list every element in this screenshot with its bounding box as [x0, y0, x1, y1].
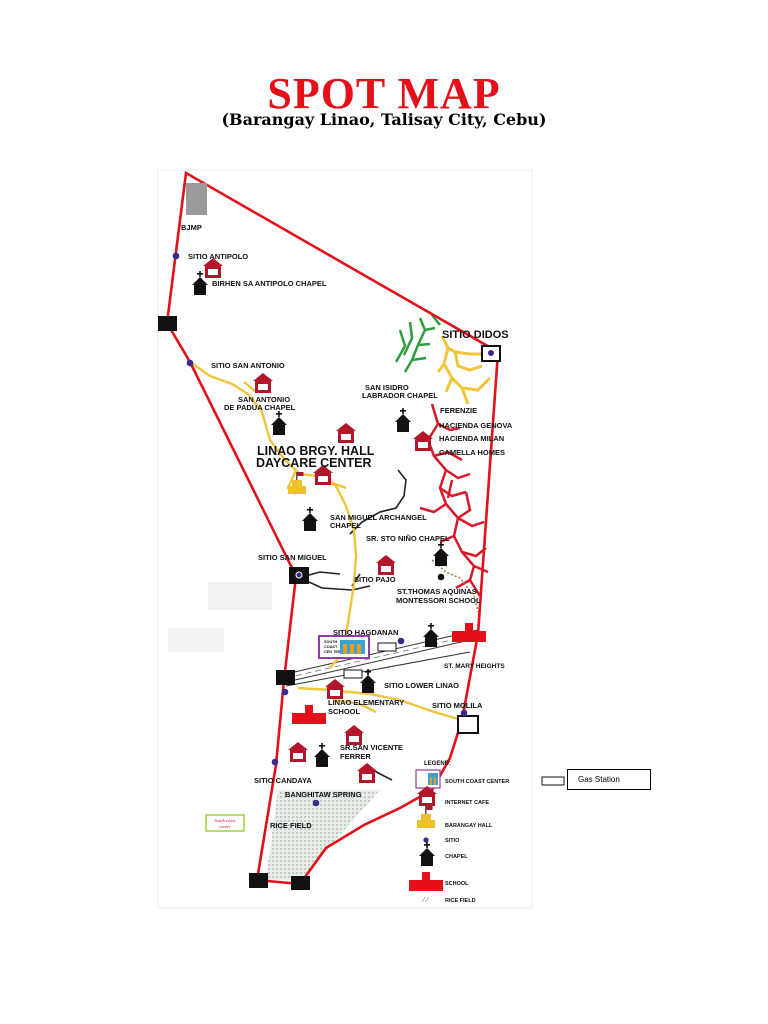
- legend-rice-field-icon: ﾉﾉ: [421, 896, 430, 904]
- south-coast-small-sign: South coast center: [205, 814, 245, 832]
- label-san-miguel-chapel: SAN MIGUEL ARCHANGEL: [330, 513, 427, 522]
- label-sitio-san-antonio: SITIO SAN ANTONIO: [211, 361, 285, 370]
- legend-rice-field-label: RICE FIELD: [445, 898, 476, 904]
- label-sitio-lower-linao: SITIO LOWER LINAO: [384, 681, 459, 690]
- south-coast-sign-text: COAST: [324, 645, 338, 649]
- label-sto-nino-chapel: SR. STO NIÑO CHAPEL: [366, 534, 450, 543]
- label-linao-elementary: SCHOOL: [328, 707, 361, 716]
- legend: LEGEND: SOUTH COAST CENTER INTERNET CAFE…: [409, 761, 565, 904]
- barangay-boundary: [165, 170, 500, 886]
- boundary-marker: [158, 316, 177, 331]
- label-hacienda-milan: HACIENDA MILAN: [439, 434, 504, 443]
- legend-gas-station-label: Gas Station: [567, 769, 651, 790]
- bjmp-building: [186, 183, 207, 215]
- label-sitio-san-miguel: SITIO SAN MIGUEL: [258, 553, 327, 562]
- label-sitio-pajo: SITIO PAJO: [354, 575, 396, 584]
- yellow-subdivision-roads: [436, 335, 492, 405]
- label-san-isidro: SAN ISIDRO: [365, 383, 409, 392]
- label-hacienda-genova: HACIENDA GENOVA: [439, 421, 513, 430]
- label-st-mary-heights: ST. MARY HEIGHTS: [444, 663, 505, 670]
- faded-area: [168, 628, 224, 652]
- map-panel: [157, 169, 533, 909]
- legend-school-label: SCHOOL: [445, 881, 469, 887]
- side-road: [431, 559, 479, 613]
- sitio-marker: [488, 350, 494, 356]
- label-st-thomas: MONTESSORI SCHOOL: [396, 596, 481, 605]
- sitio-marker: [295, 571, 303, 579]
- label-ferenzie: FERENZIE: [440, 406, 477, 415]
- legend-sitio-label: SITIO: [445, 838, 460, 844]
- label-sitio-antipolo: SITIO ANTIPOLO: [188, 252, 248, 261]
- label-sitio-candaya: SITIO CANDAYA: [254, 776, 312, 785]
- label-camella-homes: CAMELLA HOMES: [439, 448, 505, 457]
- boundary-marker-hollow: [457, 715, 479, 734]
- label-sitio-didos: SITIO DIDOS: [442, 329, 509, 341]
- south-coast-center-sign: SOUTH COAST CEN TER: [318, 635, 370, 659]
- sitio-dots: [172, 252, 468, 807]
- label-san-isidro: LABRADOR CHAPEL: [362, 391, 438, 400]
- south-coast-sign-text: SOUTH: [324, 640, 338, 644]
- map-subtitle: (Barangay Linao, Talisay City, Cebu): [221, 110, 547, 129]
- label-birhen-chapel: BIRHEN SA ANTIPOLO CHAPEL: [212, 279, 327, 288]
- legend-gas-station-icon: [541, 776, 565, 786]
- label-bjmp: BJMP: [181, 223, 202, 232]
- label-rice-field: RICE FIELD: [270, 821, 312, 830]
- gas-station-marker: [377, 642, 397, 652]
- label-sr-san-vicente: SR.SAN VICENTE: [340, 743, 403, 752]
- legend-south-coast-label: SOUTH COAST CENTER: [445, 779, 509, 785]
- rice-field-area: [266, 790, 380, 880]
- map-title: SPOT MAP: [267, 69, 501, 118]
- legend-title: LEGEND:: [424, 761, 451, 767]
- legend-barangay-hall-label: BARANGAY HALL: [445, 823, 493, 829]
- label-st-thomas: ST.THOMAS AQUINAS: [397, 587, 477, 596]
- legend-sitio-icon: [423, 837, 429, 843]
- gas-station-marker: [343, 669, 363, 679]
- label-sitio-hagdanan: SITIO HAGDANAN: [333, 628, 398, 637]
- label-san-miguel-chapel: CHAPEL: [330, 521, 361, 530]
- label-daycare-center: DAYCARE CENTER: [256, 456, 372, 470]
- svg-text:center: center: [219, 824, 230, 829]
- label-sitio-molila: SITIO MOLILA: [432, 701, 483, 710]
- boundary-marker: [291, 876, 310, 890]
- label-sr-san-vicente: FERRER: [340, 752, 371, 761]
- label-san-antonio-chapel: DE PADUA CHAPEL: [224, 403, 296, 412]
- minor-roads: [299, 469, 407, 781]
- label-banghitaw-spring: BANGHITAW SPRING: [285, 790, 362, 799]
- svg-text:South coast: South coast: [215, 818, 237, 823]
- label-brgy-hall: LINAO BRGY. HALL: [257, 444, 375, 458]
- label-linao-elementary: LINAO ELEMENTARY: [328, 698, 404, 707]
- legend-internet-cafe-label: INTERNET CAFE: [445, 800, 489, 806]
- label-san-antonio-chapel: SAN ANTONIO: [238, 395, 290, 404]
- green-subdivision-roads: [394, 314, 441, 373]
- highway: [284, 629, 480, 687]
- south-coast-sign-text: CEN TER: [324, 650, 341, 654]
- boundary-marker: [276, 670, 295, 685]
- faded-area: [208, 582, 272, 610]
- boundary-marker: [249, 873, 268, 888]
- legend-chapel-label: CHAPEL: [445, 854, 468, 860]
